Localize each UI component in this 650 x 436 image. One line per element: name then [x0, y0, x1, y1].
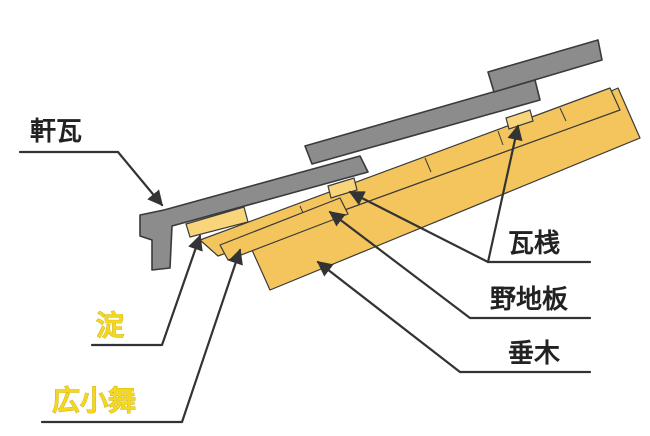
- tile-batten-lower: [327, 177, 358, 199]
- label-yaji-ita: 野地板: [490, 285, 568, 315]
- label-noki-gawara: 軒瓦: [30, 116, 82, 147]
- label-taruki: 垂木: [508, 339, 560, 369]
- eave-tile: [139, 155, 369, 271]
- leader-yaji-ita: [328, 210, 592, 320]
- leader-kawara-zan-upper: [486, 124, 523, 264]
- label-yodo: 淀: [96, 309, 125, 342]
- roof-tile-middle: [304, 79, 541, 165]
- hiro-komai-board: [219, 197, 349, 261]
- leader-noki-gawara: [18, 150, 164, 207]
- label-hiro-komai: 広小舞: [52, 384, 136, 417]
- label-kawara-zan: 瓦桟: [508, 229, 560, 259]
- leader-hiro-komai: [40, 248, 243, 424]
- roof-tile-upper: [487, 39, 603, 93]
- leader-yodo: [90, 234, 203, 347]
- yodo-bar: [185, 206, 249, 238]
- leader-taruki: [316, 260, 592, 374]
